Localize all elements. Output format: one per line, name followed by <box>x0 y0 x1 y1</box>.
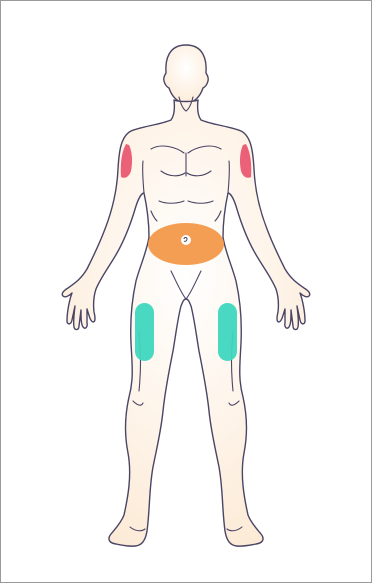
navel-marker <box>181 235 191 245</box>
right-thigh-zone <box>218 303 237 361</box>
left-thigh-zone <box>135 303 154 361</box>
body-outline <box>62 45 310 546</box>
head <box>164 45 209 103</box>
